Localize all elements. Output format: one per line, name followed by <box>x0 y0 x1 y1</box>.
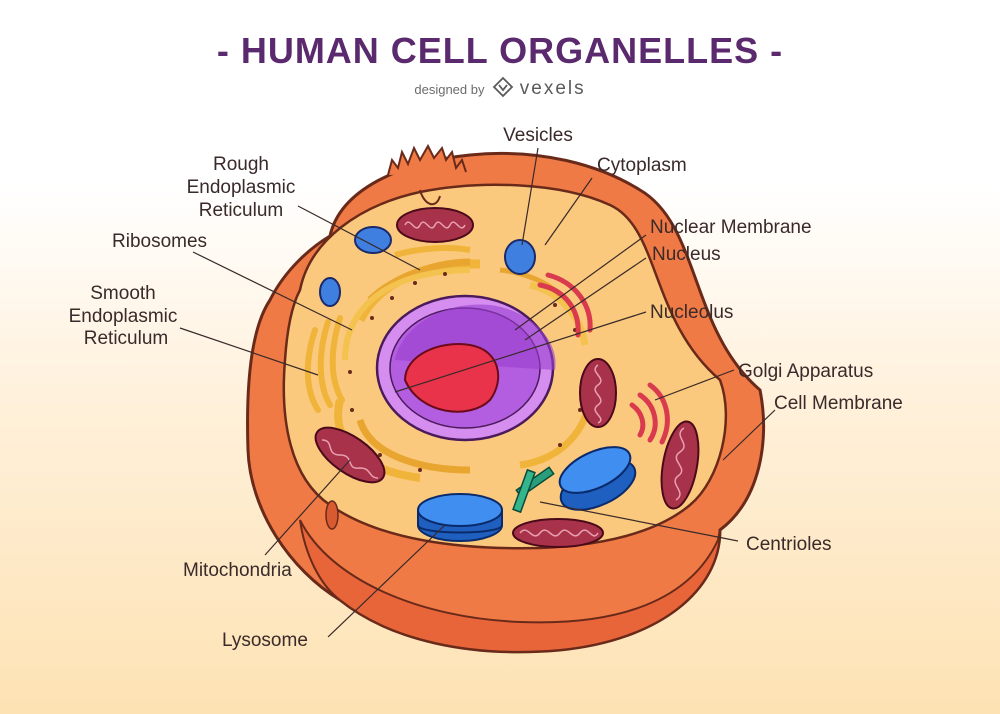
mitochondria-group <box>314 207 700 548</box>
leader-nucleolus <box>394 311 647 393</box>
page-title: - HUMAN CELL ORGANELLES - <box>216 30 784 71</box>
label-smooth-er-line3: Reticulum <box>84 328 168 349</box>
membrane-ruffle <box>387 143 467 176</box>
membrane-notch <box>419 189 441 206</box>
label-smooth-er-line2: Endoplasmic <box>69 306 178 327</box>
leader-golgi <box>654 369 735 401</box>
credit-brand: vexels <box>519 78 586 99</box>
credit-line: designed by vexels <box>0 76 1000 101</box>
centrioles-shape <box>512 466 555 514</box>
nucleolus-shape <box>403 343 500 413</box>
leader-rough-er <box>297 205 421 271</box>
leader-vesicles <box>521 147 539 246</box>
leader-nuclear-membrane <box>514 234 647 331</box>
leader-lines <box>179 147 776 638</box>
leader-cytoplasm <box>544 177 593 246</box>
label-cell-membrane: Cell Membrane <box>774 393 903 414</box>
label-rough-er-line1: Rough <box>213 154 269 175</box>
label-cytoplasm: Cytoplasm <box>597 155 687 176</box>
golgi-shape <box>537 272 670 445</box>
membrane-indent <box>325 500 339 530</box>
leader-cell-membrane <box>722 409 776 461</box>
cell-base-side <box>299 519 721 653</box>
credit-prefix: designed by <box>414 82 485 97</box>
cell-illustration <box>246 143 766 654</box>
leader-centrioles <box>539 501 739 542</box>
label-nucleus: Nucleus <box>652 244 721 265</box>
leader-mitochondria <box>264 459 351 556</box>
label-lysosome: Lysosome <box>222 630 308 651</box>
vesicle-shape <box>354 226 392 254</box>
lysosome-shape <box>417 446 637 542</box>
leader-smooth-er <box>179 327 319 376</box>
vesicle-shape <box>504 239 536 275</box>
vexels-logo-icon <box>492 76 514 101</box>
label-vesicles: Vesicles <box>503 125 573 146</box>
label-golgi-apparatus: Golgi Apparatus <box>738 361 873 382</box>
labels: Vesicles Cytoplasm Rough Endoplasmic Ret… <box>69 125 903 651</box>
label-mitochondria: Mitochondria <box>183 560 292 581</box>
label-ribosomes: Ribosomes <box>112 231 207 252</box>
smooth-er <box>304 315 345 413</box>
leader-ribosomes <box>192 251 353 331</box>
label-rough-er-line2: Endoplasmic <box>187 177 296 198</box>
leader-lysosome <box>327 524 446 638</box>
label-rough-er-line3: Reticulum <box>199 200 283 221</box>
label-smooth-er-line1: Smooth <box>90 283 155 304</box>
leader-nucleus <box>524 257 647 341</box>
label-centrioles: Centrioles <box>746 534 832 555</box>
label-nuclear-membrane: Nuclear Membrane <box>650 217 812 238</box>
ribosomes <box>348 272 582 472</box>
label-nucleolus: Nucleolus <box>650 302 733 323</box>
vesicle-shape <box>319 277 341 307</box>
